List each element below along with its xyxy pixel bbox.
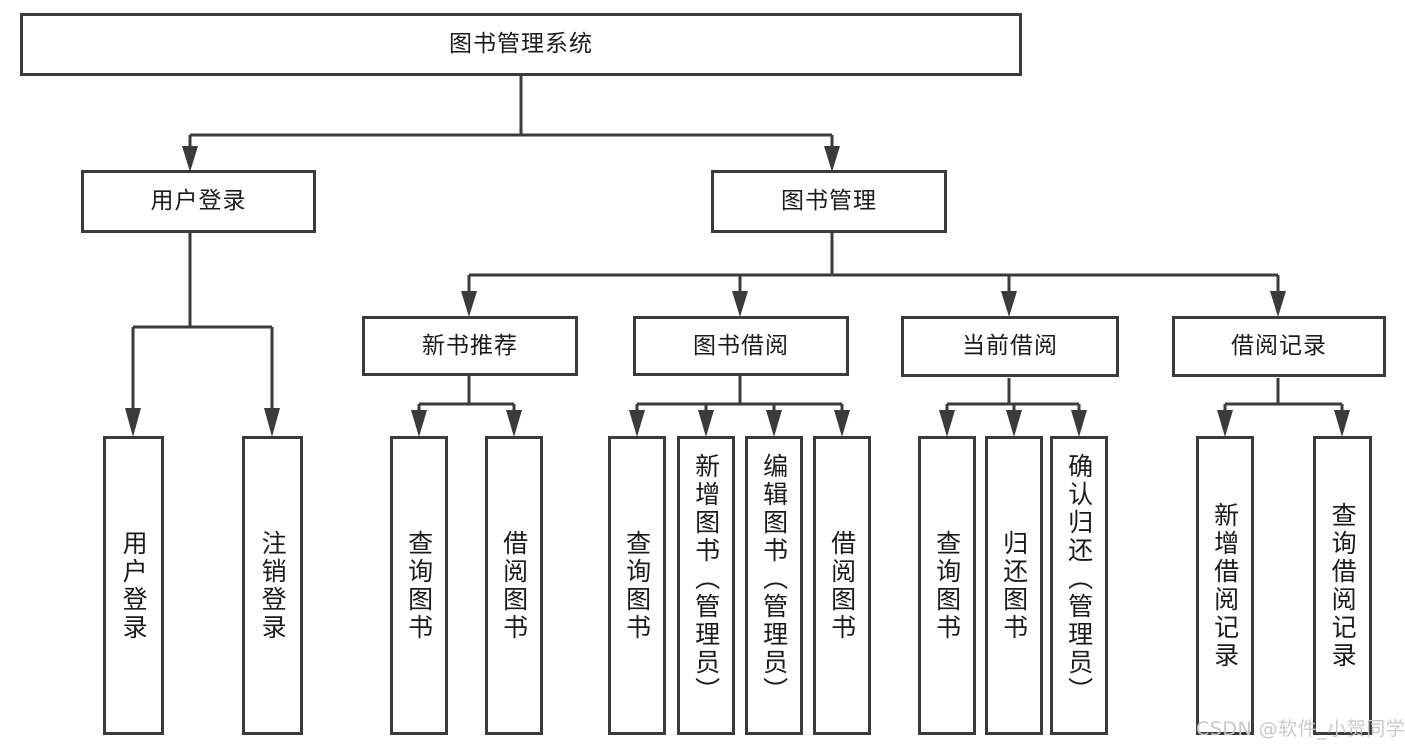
- node-leaf-borrow-book-1-label: 借阅图书: [499, 529, 529, 642]
- node-leaf-query-book-3[interactable]: 查询图书: [918, 436, 976, 735]
- arrowhead-new-book-rec: [461, 291, 477, 317]
- arrowhead-leaf-query-book-3: [939, 410, 955, 437]
- node-leaf-edit-book[interactable]: 编辑图书（管理员）: [745, 436, 803, 735]
- arrowhead-book-borrow: [732, 291, 748, 317]
- node-leaf-edit-book-label: 编辑图书（管理员）: [759, 453, 789, 705]
- node-current-borrow-label: 当前借阅: [962, 333, 1058, 360]
- node-leaf-logout[interactable]: 注销登录: [242, 436, 303, 735]
- arrowhead-leaf-borrow-book-1: [506, 410, 522, 437]
- node-book-borrow[interactable]: 图书借阅: [633, 316, 849, 376]
- arrowhead-borrow-record: [1270, 291, 1286, 317]
- node-user-login-label: 用户登录: [150, 188, 247, 215]
- node-leaf-confirm-return-label: 确认归还（管理员）: [1064, 453, 1094, 705]
- csdn-watermark: CSDN @软件_小贺同学: [1196, 718, 1405, 740]
- node-leaf-query-record[interactable]: 查询借阅记录: [1313, 436, 1372, 735]
- node-leaf-query-book-1-label: 查询图书: [404, 529, 434, 642]
- node-leaf-return-book[interactable]: 归还图书: [985, 436, 1043, 735]
- node-leaf-add-record-label: 新增借阅记录: [1210, 501, 1240, 670]
- node-leaf-borrow-book-2[interactable]: 借阅图书: [813, 436, 871, 735]
- arrowhead-leaf-add-record: [1217, 410, 1233, 437]
- arrowhead-leaf-return-book: [1006, 410, 1022, 437]
- node-leaf-query-book-2-label: 查询图书: [622, 529, 652, 642]
- node-root-label: 图书管理系统: [449, 31, 593, 58]
- arrowhead-leaf-edit-book: [766, 410, 782, 437]
- node-borrow-record-label: 借阅记录: [1231, 333, 1327, 360]
- arrowhead-current-borrow: [1001, 291, 1017, 317]
- node-leaf-user-login[interactable]: 用户登录: [103, 436, 164, 735]
- node-current-borrow[interactable]: 当前借阅: [901, 316, 1119, 377]
- arrowhead-user-login: [182, 146, 198, 172]
- arrowhead-leaf-query-record: [1334, 410, 1350, 437]
- node-new-book-rec[interactable]: 新书推荐: [362, 316, 578, 376]
- arrowhead-leaf-query-book-2: [629, 410, 645, 437]
- arrowhead-leaf-query-book-1: [411, 410, 427, 437]
- node-book-manage[interactable]: 图书管理: [711, 170, 947, 233]
- node-leaf-return-book-label: 归还图书: [999, 529, 1029, 642]
- node-leaf-query-book-1[interactable]: 查询图书: [390, 436, 448, 735]
- node-leaf-borrow-book-2-label: 借阅图书: [827, 529, 857, 642]
- arrowhead-leaf-logout: [264, 408, 280, 437]
- node-book-manage-label: 图书管理: [781, 188, 877, 215]
- node-new-book-rec-label: 新书推荐: [422, 332, 518, 359]
- node-user-login[interactable]: 用户登录: [81, 170, 316, 233]
- node-leaf-confirm-return[interactable]: 确认归还（管理员）: [1050, 436, 1108, 735]
- arrowhead-leaf-user-login: [125, 408, 141, 437]
- node-root[interactable]: 图书管理系统: [20, 13, 1022, 76]
- node-leaf-logout-label: 注销登录: [258, 529, 288, 642]
- arrowhead-leaf-borrow-book-2: [834, 410, 850, 437]
- arrowhead-leaf-add-book: [698, 410, 714, 437]
- node-leaf-user-login-label: 用户登录: [119, 529, 149, 642]
- node-leaf-add-record[interactable]: 新增借阅记录: [1196, 436, 1254, 735]
- arrowhead-book-manage: [824, 146, 840, 172]
- node-book-borrow-label: 图书借阅: [693, 332, 789, 359]
- node-leaf-add-book[interactable]: 新增图书（管理员）: [677, 436, 735, 735]
- node-borrow-record[interactable]: 借阅记录: [1172, 316, 1386, 377]
- node-leaf-query-book-2[interactable]: 查询图书: [608, 436, 666, 735]
- node-leaf-add-book-label: 新增图书（管理员）: [691, 453, 721, 705]
- arrowhead-leaf-confirm-return: [1071, 410, 1087, 437]
- node-leaf-query-record-label: 查询借阅记录: [1328, 501, 1358, 670]
- node-leaf-borrow-book-1[interactable]: 借阅图书: [485, 436, 543, 735]
- node-leaf-query-book-3-label: 查询图书: [932, 529, 962, 642]
